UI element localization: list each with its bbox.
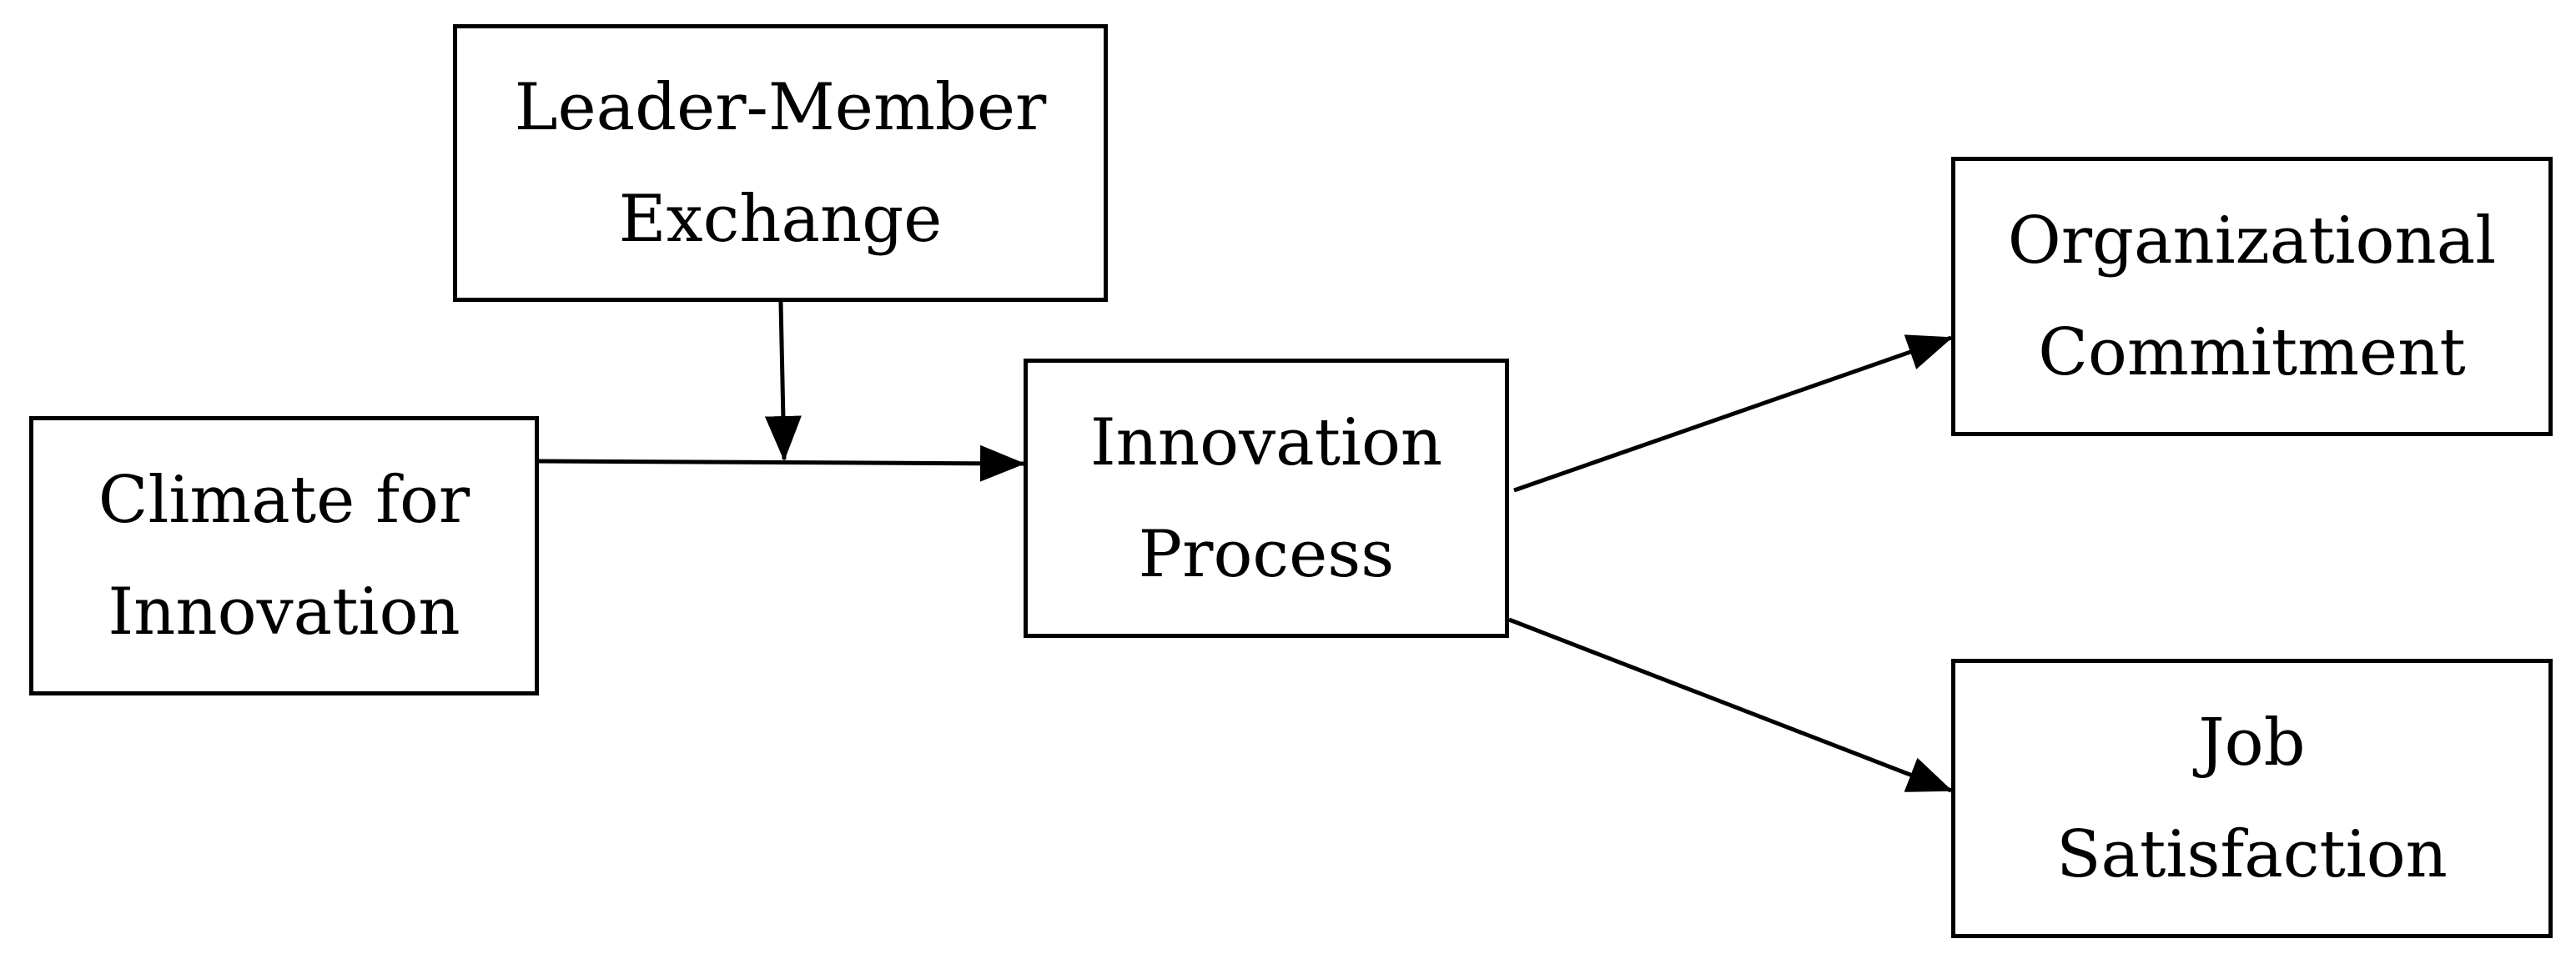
node-label-line: Innovation (108, 574, 460, 650)
node-label-line: Innovation (1089, 404, 1443, 480)
arrow-innovation-to-organizational-commitment (1513, 334, 1953, 493)
node-label-line: Climate for (98, 462, 470, 538)
node-label-line: Organizational (2007, 203, 2497, 279)
node-label-line: Process (1138, 516, 1395, 592)
node-label-line: Satisfaction (2056, 816, 2448, 892)
arrow-climate-to-innovation-process (538, 444, 1025, 482)
node-job-satisfaction: Job Satisfaction (1951, 659, 2553, 938)
node-leader-member-exchange: Leader-Member Exchange (453, 24, 1108, 302)
node-label-line: Exchange (618, 181, 943, 257)
node-label-line: Job (2198, 705, 2306, 781)
arrow-innovation-to-job-satisfaction (1508, 617, 1953, 793)
node-label-line: Leader-Member (514, 69, 1047, 145)
node-organizational-commitment: Organizational Commitment (1951, 157, 2553, 436)
node-innovation-process: Innovation Process (1024, 359, 1509, 638)
node-climate-for-innovation: Climate for Innovation (29, 416, 539, 695)
node-label-line: Commitment (2038, 314, 2466, 390)
